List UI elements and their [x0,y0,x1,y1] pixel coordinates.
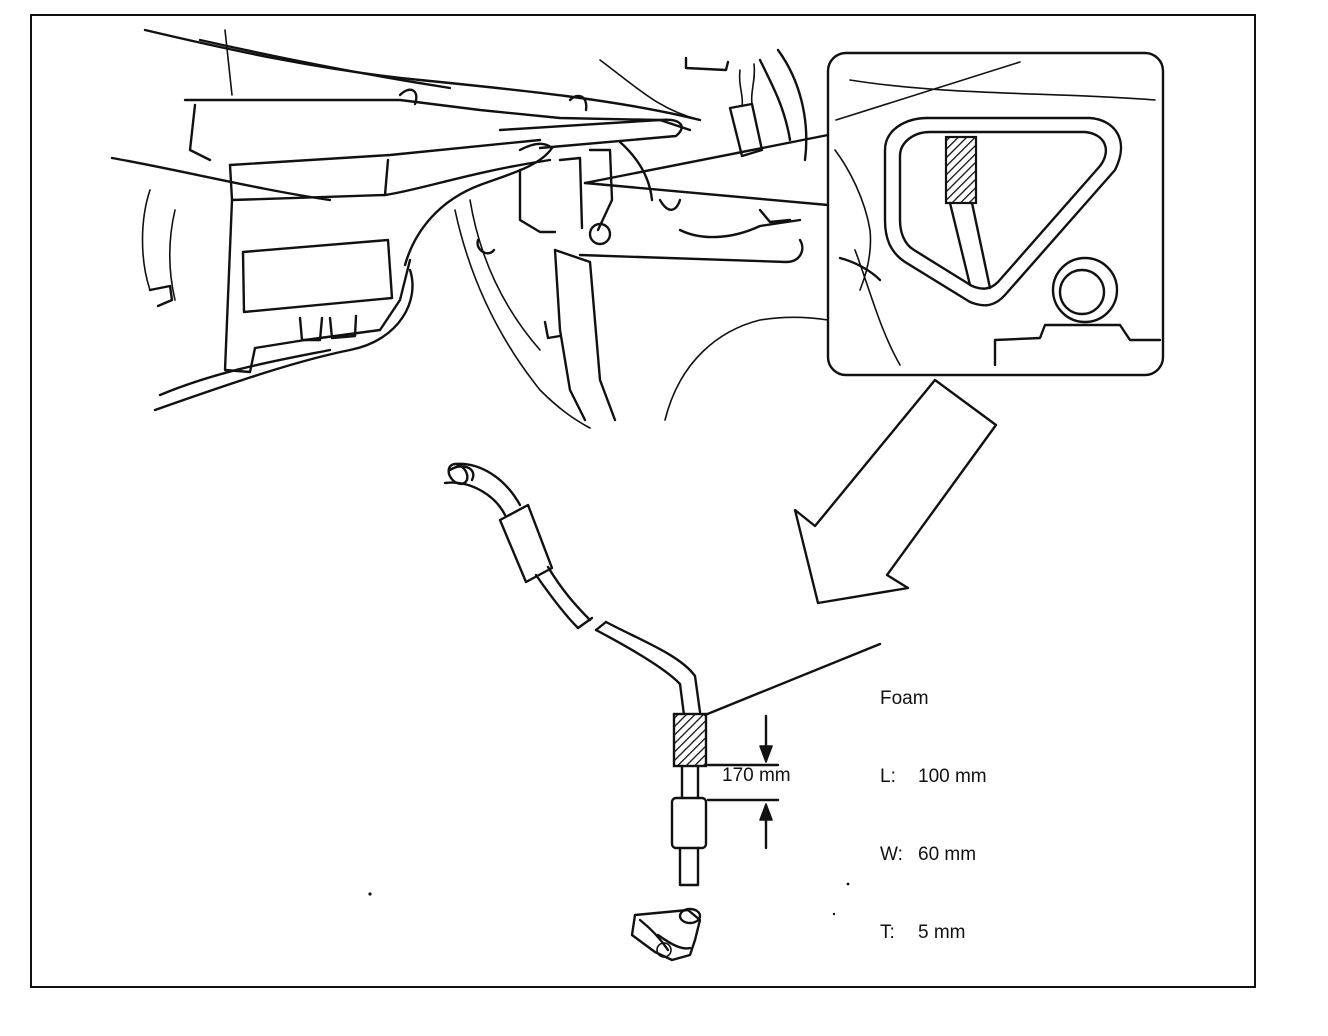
foam-title: Foam [880,688,929,709]
foam-width-row: W: 60 mm [880,842,987,868]
drain-hose-assembly [443,462,708,887]
foam-thickness-row: T: 5 mm [880,920,987,946]
detail-inset [583,51,1165,377]
foam-thickness-key: T: [880,922,895,943]
diagram-frame [30,14,1256,988]
foam-detail-hatch [944,135,978,205]
vehicle-interior-illustration [110,28,829,429]
foam-width-value: 60 mm [918,844,977,865]
dimension-170mm [706,714,780,850]
foam-wrap [672,712,708,768]
foam-spec-label: Foam L: 100 mm W: 60 mm T: 5 mm [880,634,987,972]
direction-arrow-icon [793,378,998,605]
foam-length-row: L: 100 mm [880,764,987,790]
foam-width-key: W: [880,844,903,865]
drain-fitting [630,907,702,962]
foam-length-value: 100 mm [918,766,987,787]
foam-leader-line [703,642,882,717]
foam-thickness-value: 5 mm [918,922,966,943]
dimension-label: 170 mm [722,765,791,786]
foam-length-key: L: [880,766,896,787]
